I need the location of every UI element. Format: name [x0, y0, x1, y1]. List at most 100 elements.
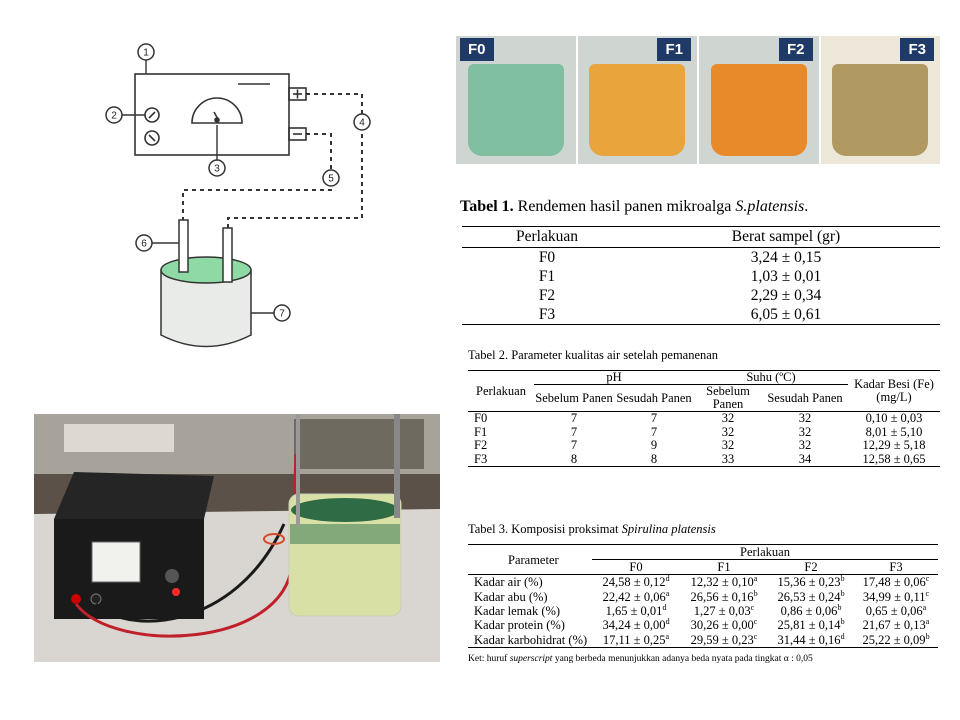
footnote-suffix: yang berbeda menunjukkan adanya beda nya… [552, 654, 813, 664]
table-cell: 26,56 ± 0,16b [680, 589, 768, 604]
cell-value: 26,53 ± 0,24 [777, 589, 841, 604]
significance-letter: d [662, 602, 667, 612]
table-cell: 32 [721, 411, 735, 426]
table-cell: 34 [798, 451, 812, 466]
significance-letter: c [925, 588, 930, 598]
significance-letter: a [665, 631, 670, 641]
table3-caption-species: Spirulina platensis [621, 522, 716, 536]
electroflotation-photo [34, 414, 440, 662]
row-label: Kadar lemak (%) [474, 603, 561, 618]
table-cell: 15,36 ± 0,23b [768, 575, 854, 590]
table-cell: 1,03 ± 0,01 [750, 267, 822, 285]
table2-header-suhu: Suhu (ºC) [746, 370, 796, 384]
table-cell: 34,99 ± 0,11c [854, 588, 938, 604]
table1-caption-text: Rendemen hasil panen mikroalga [513, 198, 736, 215]
significance-letter: a [922, 602, 927, 612]
table2: Perlakuan pH Suhu (ºC) Kadar Besi (Fe) (… [468, 370, 940, 467]
table-cell: F3 [474, 451, 488, 466]
sample-photo-f0: F0 [456, 36, 576, 164]
cell-value: 1,65 ± 0,01 [605, 603, 663, 618]
table-cell: 0,10 ± 0,03 [865, 411, 923, 426]
table-cell: F2 [538, 286, 556, 304]
table-cell: 33 [721, 451, 735, 466]
callout-circle-4 [353, 113, 371, 131]
table-cell: F1 [474, 424, 488, 439]
cell-value: 29,59 ± 0,23 [690, 632, 754, 647]
cell-value: 24,58 ± 0,12 [602, 575, 666, 590]
table3-header-f2: F2 [768, 559, 854, 575]
callout-circle-2 [105, 106, 123, 124]
table-cell: 22,42 ± 0,06a [592, 589, 680, 604]
table1-header-perlakuan: Perlakuan [462, 226, 632, 248]
significance-letter: b [840, 574, 845, 584]
significance-letter: d [665, 574, 670, 584]
knob-icon [144, 130, 160, 146]
cell-value: 30,26 ± 0,00 [690, 618, 754, 633]
table-cell: 0,86 ± 0,06b [768, 603, 854, 618]
table-cell: 7 [570, 411, 578, 426]
table1-caption: Tabel 1. Rendemen hasil panen mikroalga … [460, 198, 808, 216]
table2-header-besi: Kadar Besi (Fe) (mg/L) [848, 370, 940, 412]
table-cell: 21,67 ± 0,13a [854, 618, 938, 633]
table-cell: 25,22 ± 0,09b [854, 631, 938, 648]
table-cell: 0,65 ± 0,06a [854, 602, 938, 618]
table-cell: 1,27 ± 0,03c [680, 603, 768, 618]
row-label: Kadar protein (%) [474, 618, 565, 633]
table-cell: 8 [650, 451, 658, 466]
table2-header-perlakuan: Perlakuan [468, 370, 534, 412]
significance-letter: c [925, 574, 930, 584]
table-cell: 26,53 ± 0,24b [768, 588, 854, 604]
table-cell: 8 [570, 451, 578, 466]
row-label: Kadar abu (%) [474, 589, 548, 604]
row-label: Kadar air (%) [474, 575, 543, 590]
table2-header-ph-sebelum: Sebelum Panen [534, 384, 614, 412]
significance-letter: b [925, 631, 930, 641]
callout-circle-5 [322, 169, 340, 187]
table-cell: 17,11 ± 0,25a [592, 631, 680, 648]
footnote-prefix: Ket: huruf [468, 654, 510, 664]
table-cell: 7 [570, 424, 578, 439]
callout-number-1: 1 [143, 48, 149, 59]
cell-value: 31,44 ± 0,16 [777, 632, 841, 647]
table-cell: 32 [798, 424, 812, 439]
algae-liquid [160, 256, 252, 284]
sample-photo-f2: F2 [697, 36, 819, 164]
footnote-italic: superscript [509, 654, 553, 664]
callout-number-5: 5 [328, 174, 334, 185]
table-cell: 32 [721, 424, 735, 439]
callout-number-7: 7 [279, 309, 285, 320]
table3-footnote: Ket: huruf superscript yang berbeda menu… [468, 654, 813, 664]
table2-header-ph-sesudah: Sesudah Panen [614, 384, 694, 412]
cell-value: 34,99 ± 0,11 [862, 589, 926, 604]
sample-label: F1 [657, 38, 691, 61]
table-cell: 9 [650, 438, 658, 453]
table-cell: 7 [570, 438, 578, 453]
table-cell: F1 [538, 267, 556, 285]
callout-circle-6 [135, 234, 153, 252]
positive-wire [227, 93, 363, 230]
table1-header-berat: Berat sampel (gr) [632, 226, 940, 248]
electrode-left [178, 219, 189, 273]
significance-letter: b [840, 588, 845, 598]
significance-letter: b [840, 617, 845, 627]
table-cell: 31,44 ± 0,16d [768, 632, 854, 648]
table-cell: 8,01 ± 5,10 [865, 424, 923, 439]
table-cell: 17,48 ± 0,06c [854, 575, 938, 590]
power-supply-box [134, 73, 290, 156]
beaker [589, 64, 686, 157]
table-cell: 7 [650, 411, 658, 426]
cell-value: 26,56 ± 0,16 [690, 589, 754, 604]
table3-header-f1: F1 [680, 559, 768, 575]
cell-value: 34,24 ± 0,00 [602, 618, 666, 633]
table-cell: F3 [538, 305, 556, 323]
